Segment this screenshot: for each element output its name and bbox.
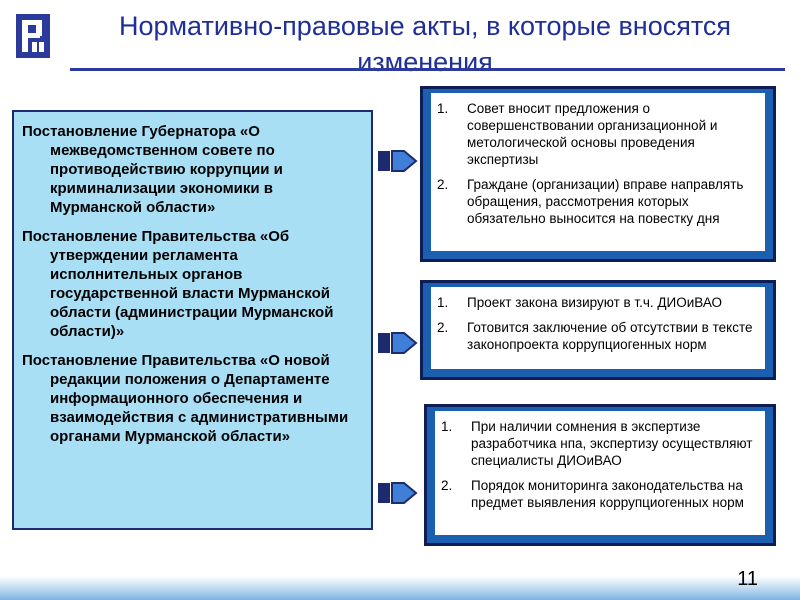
right-panel-1: 1. Совет вносит предложения о совершенст… xyxy=(420,86,776,262)
list-item: 2. Граждане (организации) вправе направл… xyxy=(435,176,757,227)
left-paragraph-3: Постановление Правительства «О новой ред… xyxy=(22,352,349,445)
list-number: 1. xyxy=(441,419,453,434)
list-text: Готовится заключение об отсутствии в тек… xyxy=(467,320,753,352)
list-item: 2. Порядок мониторинга законодательства … xyxy=(439,477,757,511)
right-panel-3: 1. При наличии сомнения в экспертизе раз… xyxy=(424,404,776,546)
list-item: 1. При наличии сомнения в экспертизе раз… xyxy=(439,418,757,469)
list-text: Проект закона визируют в т.ч. ДИОиВАО xyxy=(467,295,723,310)
list-item: 2. Готовится заключение об отсутствии в … xyxy=(435,319,757,353)
list-number: 2. xyxy=(441,478,453,493)
list-item: 1. Проект закона визируют в т.ч. ДИОиВАО xyxy=(435,294,757,311)
left-paragraph-2: Постановление Правительства «Об утвержде… xyxy=(22,228,334,340)
list-number: 1. xyxy=(437,295,449,310)
list-item: 1. Совет вносит предложения о совершенст… xyxy=(435,100,757,168)
title-divider xyxy=(70,68,785,71)
footer-bar xyxy=(0,576,800,600)
arrow-right-icon xyxy=(378,148,418,174)
list-text: Граждане (организации) вправе направлять… xyxy=(467,177,744,226)
list-text: Совет вносит предложения о совершенствов… xyxy=(467,101,718,167)
right-panel-2: 1. Проект закона визируют в т.ч. ДИОиВАО… xyxy=(420,280,776,380)
list-text: Порядок мониторинга законодательства на … xyxy=(471,478,744,510)
list-number: 2. xyxy=(437,177,449,192)
left-paragraph-1: Постановление Губернатора «О межведомств… xyxy=(22,123,283,216)
logo-icon xyxy=(12,10,54,62)
page-number: 11 xyxy=(737,568,758,590)
page-title: Нормативно-правовые акты, в которые внос… xyxy=(118,11,732,77)
arrow-right-icon xyxy=(378,480,418,506)
arrow-right-icon xyxy=(378,330,418,356)
list-number: 2. xyxy=(437,320,449,335)
list-number: 1. xyxy=(437,101,449,116)
left-panel: Постановление Губернатора «О межведомств… xyxy=(12,110,373,530)
list-text: При наличии сомнения в экспертизе разраб… xyxy=(471,419,753,468)
